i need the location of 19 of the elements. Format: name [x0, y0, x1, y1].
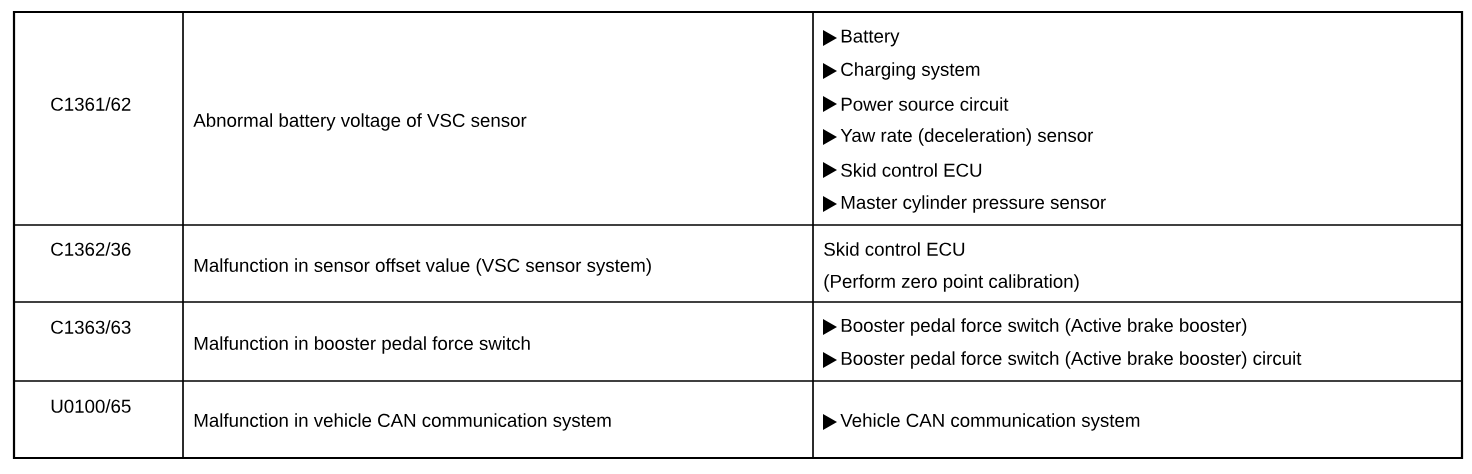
- cause-text: Skid control ECU: [824, 242, 965, 256]
- cause-text: (Perform zero point calibration): [824, 274, 1079, 292]
- cause-text: Skid control ECU: [841, 163, 982, 177]
- code-text: C1361/62: [51, 97, 131, 111]
- cause-text: Yaw rate (deceleration) sensor: [840, 128, 1094, 146]
- cause-text: Vehicle CAN communication system: [840, 413, 1140, 431]
- description-text: Abnormal battery voltage of VSC sensor: [193, 113, 527, 131]
- cause-text: Power source circuit: [841, 97, 1009, 111]
- cause-text: Battery: [841, 29, 900, 47]
- cause-text: Charging system: [841, 62, 980, 80]
- description-text: Malfunction in booster pedal force switch: [194, 336, 530, 354]
- code-text: C1362/36: [51, 242, 131, 256]
- code-text: U0100/65: [51, 399, 131, 413]
- cause-text: Booster pedal force switch (Active brake booster) circuit: [841, 351, 1302, 369]
- cause-text: Master cylinder pressure sensor: [841, 195, 1106, 213]
- description-text: Malfunction in vehicle CAN communication system: [194, 413, 611, 431]
- description-text: Malfunction in sensor offset value (VSC sensor system): [194, 258, 651, 276]
- code-text: C1363/63: [51, 320, 131, 334]
- cause-text: Booster pedal force switch (Active brake booster): [841, 318, 1247, 336]
